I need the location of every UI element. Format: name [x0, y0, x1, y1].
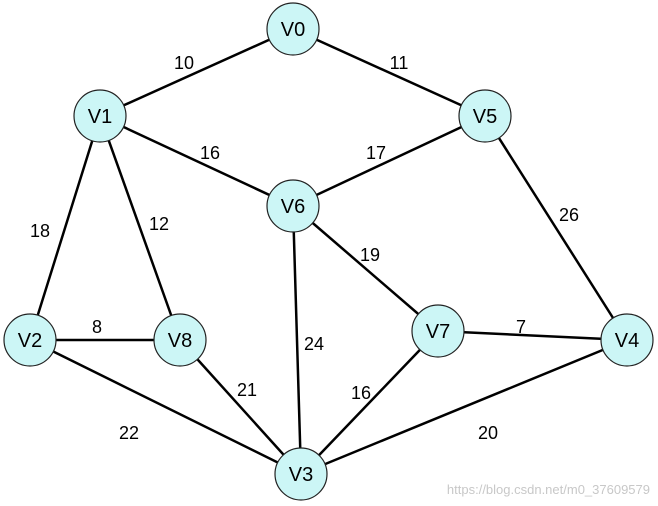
edge-v5-v6 — [291, 114, 487, 208]
edge-weight-v0-v1: 10 — [174, 53, 194, 73]
edge-weights-layer: 10 11 16 17 18 12 26 19 24 8 7 21 16 22 20 — [30, 53, 579, 443]
edge-v5-v4 — [483, 114, 629, 342]
edge-weight-v6-v7: 19 — [360, 245, 380, 265]
node-circle — [153, 313, 207, 367]
node-v4: V4 — [600, 313, 654, 367]
node-v2: V2 — [3, 313, 57, 367]
node-v6: V6 — [266, 179, 320, 233]
edge-v4-v3 — [299, 338, 629, 476]
node-label: V3 — [289, 464, 313, 486]
edge-v7-v3 — [299, 329, 440, 476]
edge-v8-v3 — [178, 338, 303, 476]
node-v8: V8 — [153, 313, 207, 367]
watermark: https://blog.csdn.net/m0_37609579 — [447, 482, 650, 497]
node-circle — [600, 313, 654, 367]
edge-v0-v1 — [98, 27, 295, 118]
node-v0: V0 — [266, 2, 320, 56]
node-circle — [274, 447, 328, 501]
edge-weight-v0-v5: 11 — [390, 53, 409, 73]
node-circle — [3, 313, 57, 367]
edge-weight-v1-v8: 12 — [149, 214, 169, 234]
edge-weight-v6-v3: 24 — [304, 334, 324, 354]
node-circle — [73, 89, 127, 143]
edge-v7-v4 — [436, 329, 629, 342]
edge-v1-v2 — [28, 114, 102, 342]
edge-v1-v8 — [98, 114, 182, 342]
node-v7: V7 — [411, 304, 465, 358]
edge-v6-v3 — [291, 204, 303, 476]
edge-v1-v6 — [98, 114, 295, 208]
edge-v6-v7 — [291, 204, 440, 333]
node-label: V4 — [615, 330, 639, 352]
node-circle — [411, 304, 465, 358]
node-label: V7 — [426, 321, 450, 343]
node-label: V1 — [88, 106, 112, 128]
edge-weight-v7-v4: 7 — [516, 317, 526, 337]
edge-weight-v1-v2: 18 — [30, 221, 50, 241]
node-label: V6 — [281, 196, 305, 218]
edge-weight-v5-v6: 17 — [366, 143, 386, 163]
edge-v2-v3 — [28, 338, 303, 476]
edge-weight-v8-v3: 21 — [237, 380, 257, 400]
edge-weight-v2-v8: 8 — [92, 317, 102, 337]
node-v1: V1 — [73, 89, 127, 143]
node-label: V0 — [281, 19, 305, 41]
edge-weight-v5-v4: 26 — [559, 205, 579, 225]
edge-weight-v7-v3: 16 — [351, 383, 371, 403]
node-v5: V5 — [458, 89, 512, 143]
node-label: V8 — [168, 330, 192, 352]
edge-v0-v5 — [291, 27, 487, 118]
edge-weight-v4-v3: 20 — [478, 423, 498, 443]
node-circle — [458, 89, 512, 143]
node-v3: V3 — [274, 447, 328, 501]
edge-weight-v2-v3: 22 — [119, 423, 139, 443]
node-circle — [266, 179, 320, 233]
node-label: V2 — [18, 330, 42, 352]
node-label: V5 — [473, 106, 497, 128]
edges-layer — [28, 27, 629, 476]
edge-weight-v1-v6: 16 — [200, 143, 220, 163]
node-circle — [266, 2, 320, 56]
